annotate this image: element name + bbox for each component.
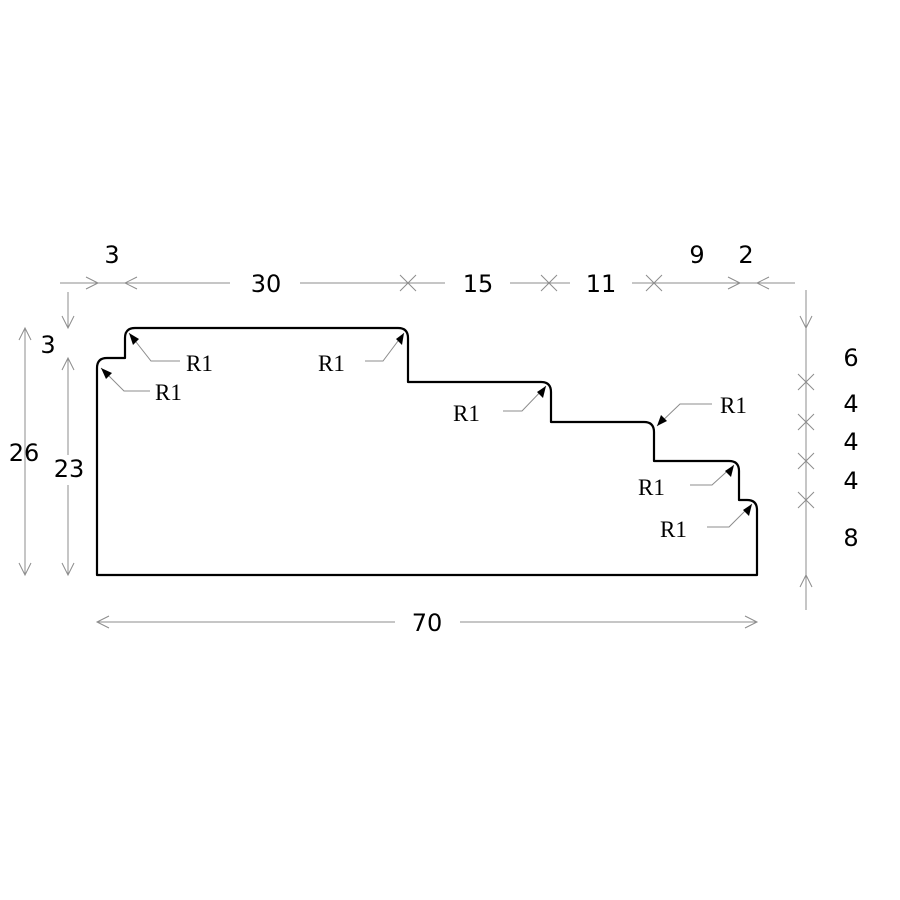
right-dimension-chain: 6 4 4 4 8 (797, 290, 859, 610)
radius-callout-1: R1 (100, 367, 182, 405)
dim-left-23: 23 (54, 455, 85, 483)
dim-left-3: 3 (40, 331, 55, 359)
part-profile (95, 326, 759, 577)
dim-top-2: 2 (738, 241, 753, 269)
radius-label: R1 (453, 401, 480, 426)
radius-callout-2: R1 (128, 332, 213, 376)
dim-bottom-70: 70 (412, 609, 443, 637)
dim-right-4c: 4 (843, 467, 858, 495)
dim-top-9: 9 (689, 241, 704, 269)
radius-label: R1 (155, 380, 182, 405)
dim-right-6: 6 (843, 344, 858, 372)
dim-right-4b: 4 (843, 428, 858, 456)
dim-top-30: 30 (251, 270, 282, 298)
top-dimension-chain: 3 30 15 11 9 2 (60, 241, 795, 298)
left-dimension-outer: 26 (9, 326, 40, 577)
bottom-dimension: 70 (95, 609, 759, 637)
radius-label: R1 (720, 393, 747, 418)
dim-right-4a: 4 (843, 390, 858, 418)
left-dimension-inner: 3 23 (40, 292, 85, 577)
radius-callout-5: R1 (656, 393, 747, 427)
dim-right-8: 8 (843, 524, 858, 552)
dim-top-3: 3 (104, 241, 119, 269)
radius-label: R1 (638, 475, 665, 500)
radius-callout-6: R1 (638, 464, 735, 500)
radius-label: R1 (186, 351, 213, 376)
radius-callout-3: R1 (318, 332, 405, 376)
dim-left-26: 26 (9, 439, 40, 467)
dim-top-11: 11 (586, 270, 617, 298)
radius-label: R1 (318, 351, 345, 376)
radius-callout-4: R1 (453, 385, 547, 426)
radius-callout-7: R1 (660, 503, 753, 542)
dim-top-15: 15 (463, 270, 494, 298)
radius-label: R1 (660, 517, 687, 542)
